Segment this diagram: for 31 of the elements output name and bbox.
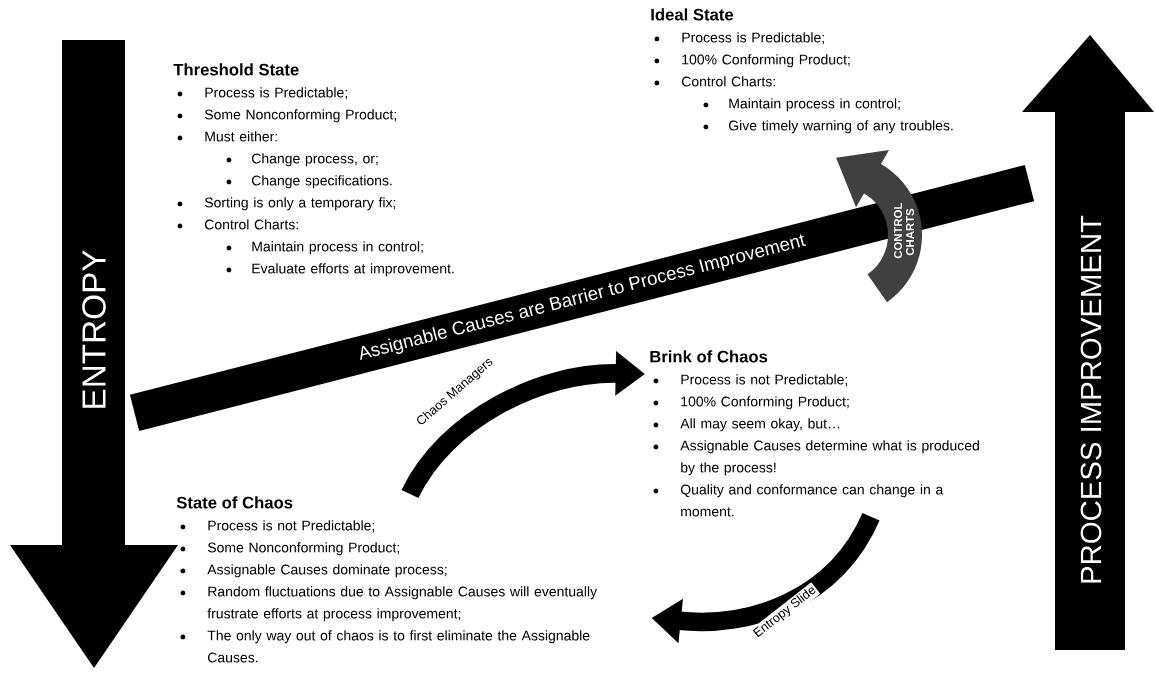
bullet-item: Sorting is only a temporary fix; xyxy=(177,197,396,211)
bullet-item: Give timely warning of any troubles. xyxy=(703,120,953,134)
bullet-item: Process is not Predictable; xyxy=(653,374,848,387)
bullet-item: Process is Predictable; xyxy=(654,32,824,45)
state-description xyxy=(651,8,953,134)
bullet-item: Process is not Predictable; xyxy=(180,520,375,533)
bullet-item: Some Nonconforming Product; xyxy=(180,542,399,556)
heading: State of Chaos xyxy=(176,496,293,509)
bullet-item: The only way out of chaos is to first eliminate the Assignable Causes. xyxy=(180,630,590,663)
bullet-item: Some Nonconforming Product; xyxy=(177,109,396,123)
bullet-item: Random fluctuations due to Assignable Causes will eventually frustrate efforts at process improvement; xyxy=(180,586,598,622)
bullet-item: Must either: xyxy=(177,131,277,142)
bullet-item: Control Charts: xyxy=(177,219,298,230)
bullet-item: Maintain process in control; xyxy=(703,98,900,112)
bullet-item: All may seem okay, but… xyxy=(653,418,840,432)
bullet-item: Process is Predictable; xyxy=(177,87,347,100)
bullet-item: Quality and conformance can change in a moment. xyxy=(653,484,944,517)
bullet-item: Evaluate efforts at improvement. xyxy=(226,263,454,277)
state-description xyxy=(650,350,979,517)
bullet-item: Control Charts: xyxy=(654,76,775,87)
heading: Ideal State xyxy=(651,8,734,21)
bullet-item: Maintain process in control; xyxy=(226,241,423,255)
state-description xyxy=(173,63,454,277)
bullet-item: Change specifications. xyxy=(226,175,392,189)
bullet-item: 100% Conforming Product; xyxy=(653,396,849,410)
bullet-item: Assignable Causes dominate process; xyxy=(180,564,447,578)
bullet-item: 100% Conforming Product; xyxy=(654,54,850,68)
bullet-item: Assignable Causes determine what is produced by the process! xyxy=(653,440,979,476)
heading: Brink of Chaos xyxy=(650,350,768,363)
state-description xyxy=(176,496,598,663)
bullet-item: Change process, or; xyxy=(226,153,378,167)
